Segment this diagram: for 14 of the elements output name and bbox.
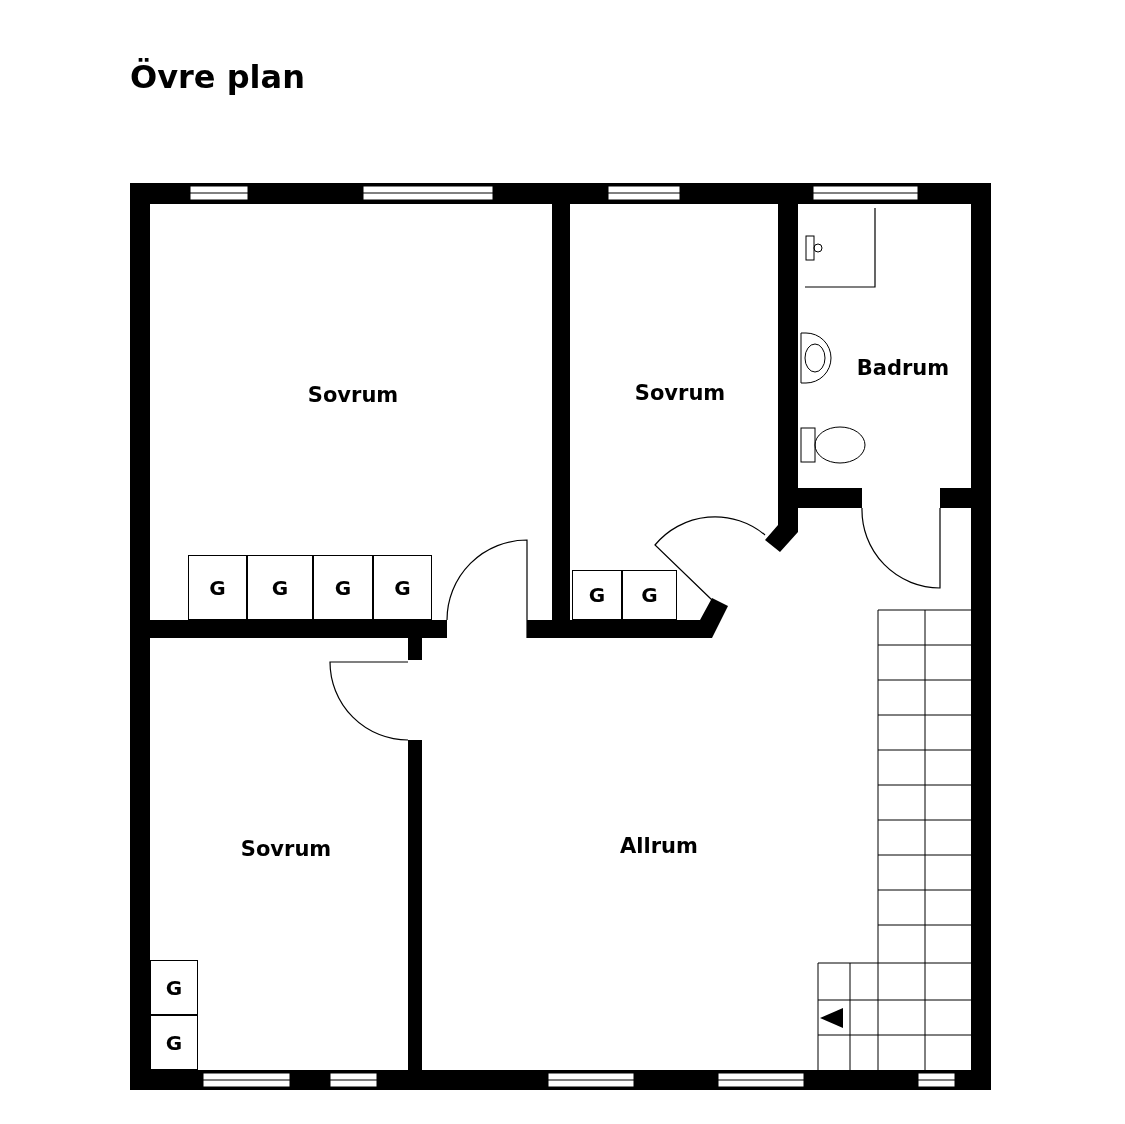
title: Övre plan [130,58,305,96]
closet: G [373,555,432,620]
closet: G [572,570,622,620]
room-name: Sovrum [307,383,399,407]
closet: G [313,555,373,620]
closet: G [150,960,198,1015]
room-name: Badrum [856,356,950,380]
closet: G [150,1015,198,1070]
room-name: Sovrum [240,837,332,861]
room-name: Allrum [620,834,698,858]
closet: G [247,555,313,620]
room-name: Sovrum [634,381,726,405]
closet: G [622,570,677,620]
closet: G [188,555,247,620]
